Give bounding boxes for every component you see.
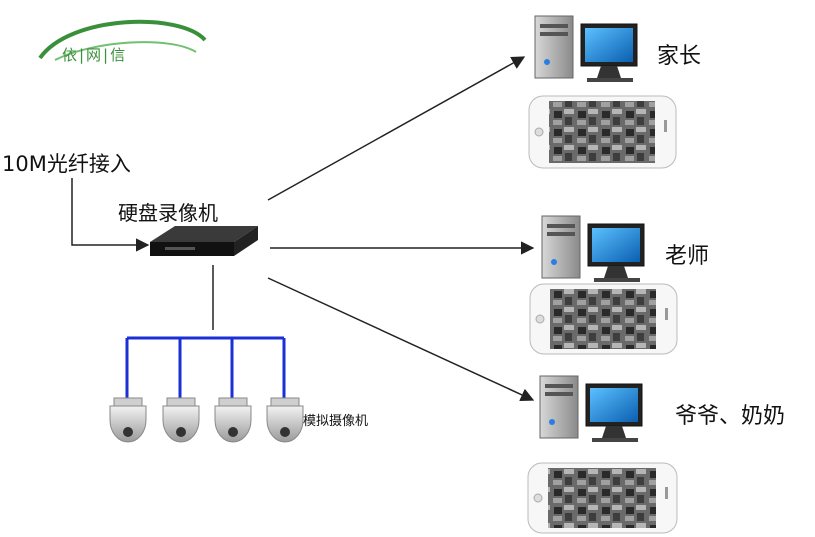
dvr-label: 硬盘录像机 [118, 201, 218, 225]
desktop-computer-icon [541, 215, 645, 282]
analog-camera-label: 模拟摄像机 [303, 414, 369, 429]
arrow-to-parent [267, 56, 526, 201]
fiber-input-label: 10M光纤接入 [2, 152, 131, 176]
camera-wiring [125, 265, 286, 398]
logo-icon [38, 19, 207, 61]
dvr-icon [150, 226, 258, 256]
smartphone-icon [527, 462, 678, 534]
camera-4 [266, 397, 304, 443]
logo-text: 依|网|信 [62, 46, 128, 64]
recipient-label-grandparents: 爷爷、奶奶 [675, 404, 786, 429]
smartphone-icon [529, 283, 678, 355]
desktop-computer-icon [534, 15, 638, 82]
camera-3 [214, 397, 252, 443]
recipient-label-teacher: 老师 [665, 244, 710, 269]
desktop-computer-icon [539, 375, 643, 442]
arrow-to-grandparents [267, 277, 535, 402]
camera-2 [162, 397, 200, 443]
recipient-label-parent: 家长 [657, 44, 702, 69]
camera-1 [109, 397, 147, 443]
smartphone-icon [528, 95, 677, 169]
fiber-input-line [71, 178, 150, 252]
